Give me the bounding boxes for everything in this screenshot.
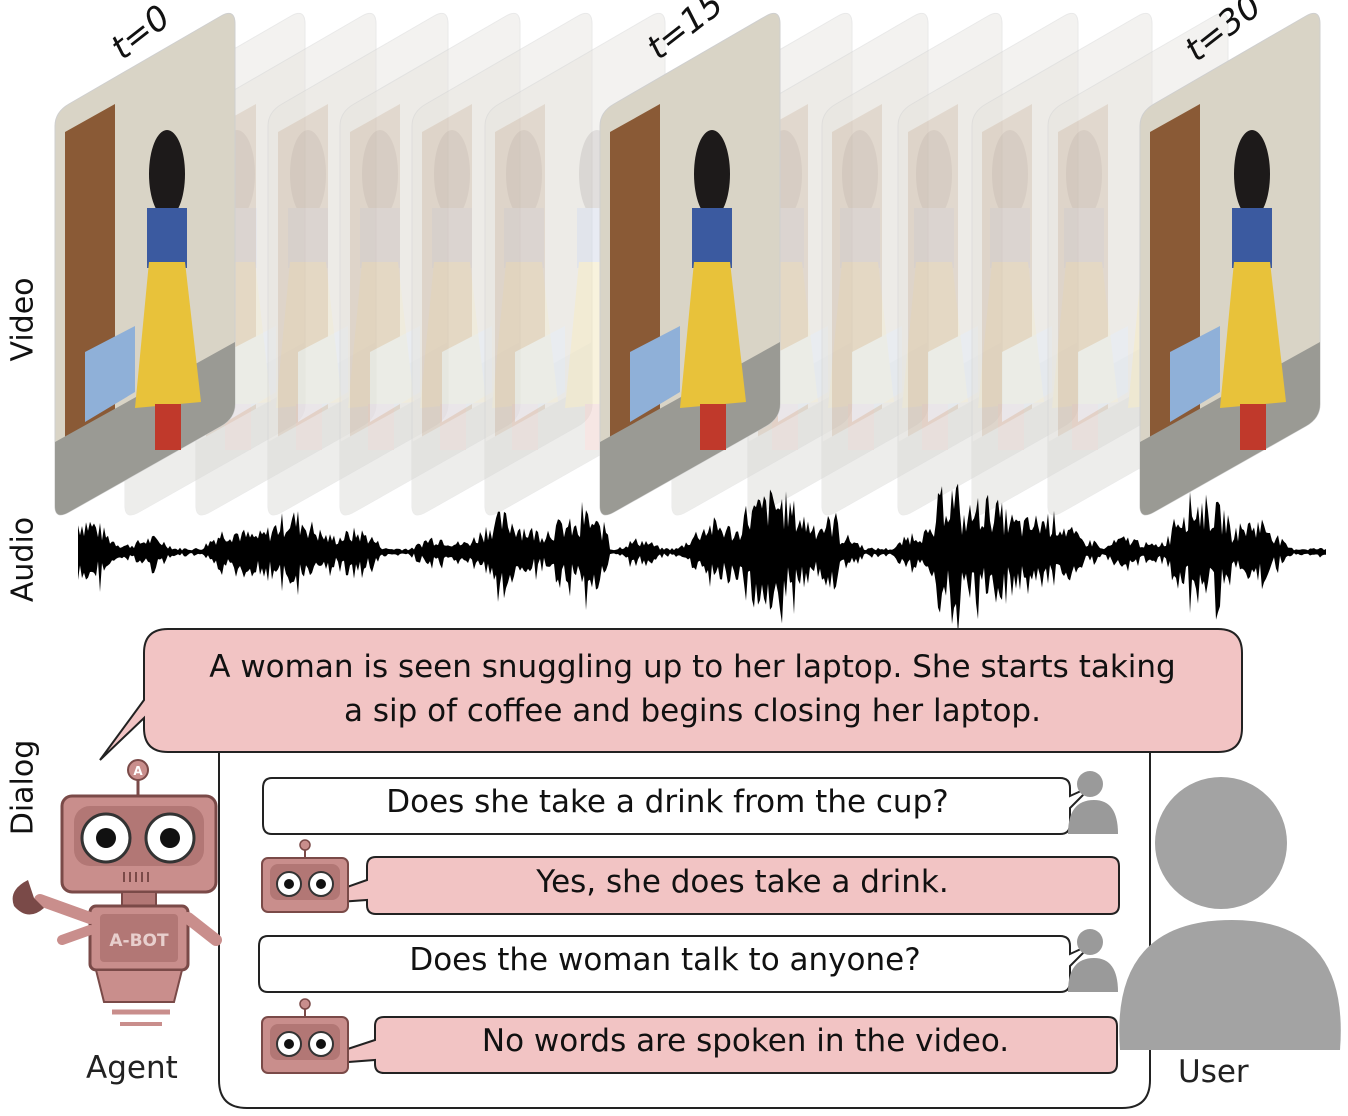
audio-waveform — [78, 483, 1326, 634]
video-frame — [267, 12, 449, 516]
video-frame — [821, 12, 1003, 516]
dialog-panel — [218, 752, 1151, 1109]
video-frame — [747, 12, 929, 516]
video-keyframe — [1139, 12, 1321, 516]
agent-antenna-letter: A — [133, 764, 143, 778]
audio-row-label: Audio — [5, 516, 41, 603]
agent-badge-text: A-BOT — [109, 931, 169, 951]
caption-line-1: A woman is seen snuggling up to her lapt… — [209, 649, 1176, 685]
agent-answer-bubble-1 — [295, 856, 1120, 915]
video-keyframe — [599, 12, 781, 516]
agent-answer-1: Yes, she does take a drink. — [536, 864, 949, 900]
agent-answer-2: No words are spoken in the video. — [481, 1023, 1010, 1059]
video-frame-stack — [54, 12, 1321, 516]
video-keyframe — [54, 12, 236, 516]
caption-bubble — [99, 628, 1243, 761]
agent-answer-bubble-2 — [295, 1016, 1118, 1074]
caption-line-2: a sip of coffee and begins closing her l… — [344, 693, 1041, 729]
video-row-label: Video — [5, 277, 41, 362]
agent-small-icon-1 — [261, 839, 349, 913]
video-frame — [897, 12, 1079, 516]
user-question-bubble-1 — [262, 777, 1093, 835]
user-question-bubble-2 — [258, 935, 1093, 993]
video-frame — [339, 12, 521, 516]
agent-small-icon-2 — [261, 998, 349, 1074]
user-small-icon-1 — [1068, 771, 1118, 834]
agent-name-label: Agent — [86, 1050, 178, 1086]
user-question-1: Does she take a drink from the cup? — [386, 784, 949, 820]
video-frame — [971, 12, 1153, 516]
agent-robot-icon: A-BOT A — [12, 759, 222, 1026]
user-name-label: User — [1178, 1054, 1249, 1090]
user-question-2: Does the woman talk to anyone? — [409, 942, 921, 978]
video-frame — [411, 12, 593, 516]
dialog-row-label: Dialog — [5, 739, 41, 836]
user-small-icon-2 — [1068, 929, 1118, 992]
user-silhouette-icon — [1119, 777, 1341, 1050]
